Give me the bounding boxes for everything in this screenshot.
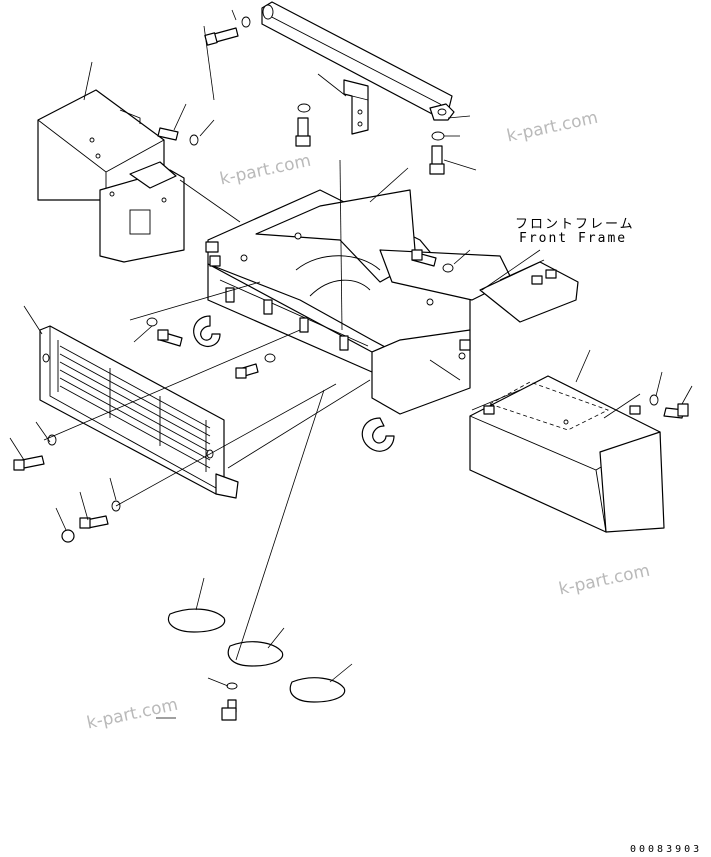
- bottom-plates: [156, 577, 353, 721]
- assembly-leaders: [43, 9, 641, 661]
- left-upper-cover: [37, 61, 185, 263]
- frame-bolt-group: [133, 249, 471, 379]
- front-frame-label-japanese: フロントフレーム: [515, 217, 635, 232]
- document-number: 00083903: [630, 844, 703, 855]
- grille-bolt-group: [9, 421, 121, 543]
- front-frame: [193, 189, 579, 452]
- front-grille: [23, 305, 239, 499]
- top-bolt-group: [204, 16, 445, 175]
- left-upper-bolt: [157, 103, 215, 146]
- right-cover: [469, 349, 665, 533]
- front-frame-label-english: Front Frame: [519, 231, 628, 246]
- right-bolt-group: [649, 371, 693, 419]
- bar-bracket: [343, 79, 369, 135]
- upper-cross-bar: [261, 1, 455, 121]
